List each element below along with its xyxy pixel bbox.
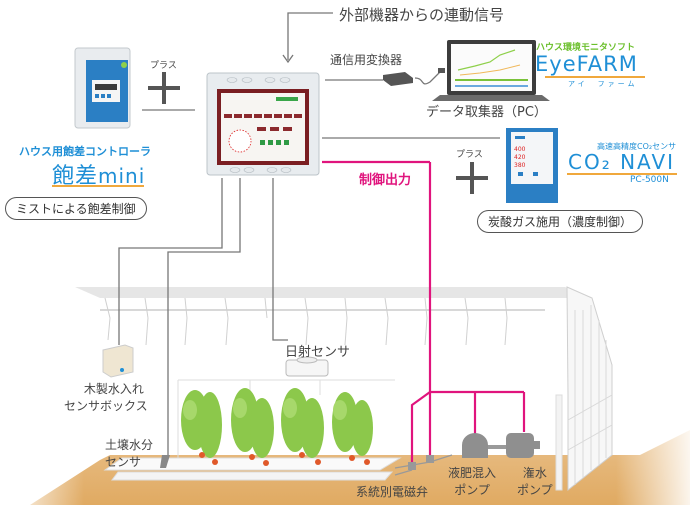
plus-icon	[148, 72, 180, 104]
wood-box-sensor-label-line1: 木製水入れ	[83, 382, 144, 396]
plus-label: プラス	[150, 61, 177, 71]
laptop-icon	[432, 40, 550, 101]
connection-lines	[118, 12, 500, 455]
hosamini-logo-latin: mini	[98, 164, 146, 188]
solenoid-valve-icon	[408, 462, 416, 470]
wood-box-sensor-icon	[102, 344, 134, 378]
co2-navi-caption-pill: 炭酸ガス施用（濃度制御）	[477, 210, 644, 233]
hosamini-logo-kanji: 飽差	[52, 164, 99, 189]
soil-sensor-label: 土壌水分 センサ	[105, 436, 153, 470]
irrigation-pump-label-line1: 潅水	[522, 466, 547, 480]
converter-icon	[383, 68, 445, 86]
co2-navi-logo-underline	[567, 173, 677, 175]
greenhouse-end-wall	[555, 286, 613, 492]
main-controller-icon	[206, 72, 320, 176]
control-output-lines	[322, 160, 526, 465]
soil-sensor-label-line1: 土壌水分	[105, 438, 154, 452]
co2-navi-model: PC-500N	[630, 175, 669, 185]
solar-sensor-icon	[285, 356, 329, 377]
pc-label: データ取集器（PC）	[426, 105, 547, 120]
soil-sensor-icon	[160, 455, 170, 468]
plus-label: プラス	[456, 150, 483, 160]
hosamini-caption-pill: ミストによる飽差制御	[5, 197, 147, 220]
co2-reading: 400	[514, 146, 526, 153]
irrigation-pump-icon	[506, 433, 540, 458]
converter-label: 通信用変換器	[330, 53, 403, 67]
co2-readings: 400 420 380	[514, 146, 525, 170]
eyefarm-logo-underline	[545, 76, 645, 78]
co2-navi-device-icon	[506, 128, 558, 203]
greenhouse-roof	[75, 287, 590, 346]
solenoid-valve-icon	[426, 455, 434, 463]
trellis	[177, 379, 395, 460]
wood-box-sensor-label-line2: センサボックス	[64, 399, 148, 413]
co2-reading: 380	[514, 162, 526, 169]
wood-box-sensor-label: 木製水入れ センサボックス	[64, 380, 148, 414]
planting-bed	[103, 457, 402, 481]
hosamini-logo: 飽差mini	[52, 158, 145, 190]
hosamini-device-icon	[74, 47, 131, 129]
solar-sensor-label: 日射センサ	[285, 345, 351, 360]
co2-reading: 420	[514, 154, 526, 161]
tomato-plants	[181, 388, 373, 466]
fertilizer-pump-label-line1: 液肥混入	[448, 466, 497, 480]
co2-navi-subtitle: 高速高精度CO₂センサ	[597, 142, 677, 151]
solenoid-valve-label: 系統別電磁弁	[356, 485, 429, 499]
fertilizer-pump-label: 液肥混入 ポンプ	[448, 464, 496, 498]
hosamini-subtitle: ハウス用飽差コントローラ	[19, 145, 151, 158]
hosamini-logo-underline	[52, 185, 144, 187]
irrigation-pump-label: 潅水 ポンプ	[517, 464, 553, 498]
soil-sensor-label-line2: センサ	[105, 455, 142, 469]
plus-icon	[456, 162, 488, 194]
co2-navi-logo: CO₂ NAVI	[568, 150, 676, 174]
eyefarm-reading: アイ ファーム	[568, 80, 638, 88]
fertilizer-pump-label-line2: ポンプ	[454, 483, 490, 497]
pump-shaft	[488, 445, 506, 449]
eyefarm-logo: EyeFARM	[535, 52, 638, 76]
external-signal-label: 外部機器からの連動信号	[339, 6, 505, 24]
eyefarm-subtitle: ハウス環境モニタソフト	[536, 43, 636, 53]
control-output-label: 制御出力	[359, 173, 412, 188]
irrigation-pump-label-line2: ポンプ	[517, 483, 553, 497]
fertilizer-pump-icon	[462, 433, 488, 458]
